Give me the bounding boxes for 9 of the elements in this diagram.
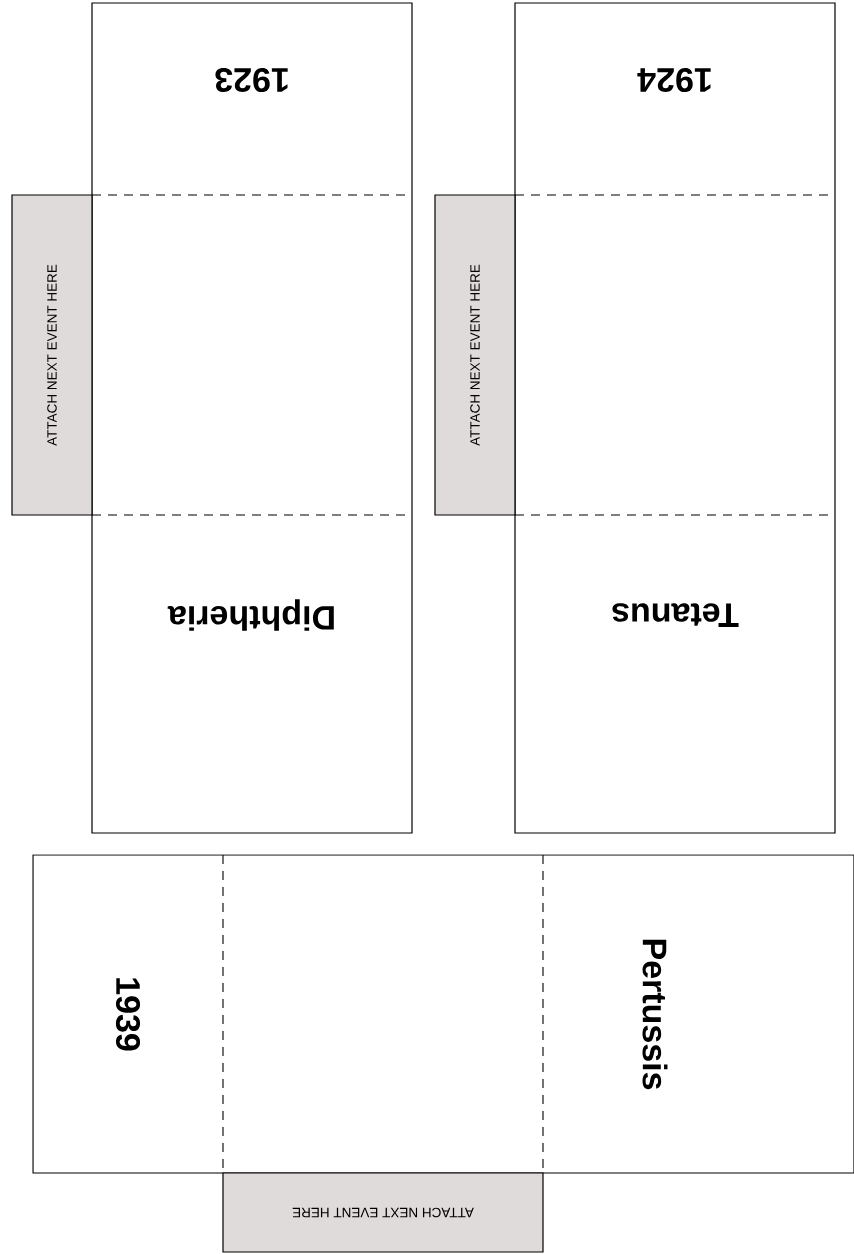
glue-tab: ATTACH NEXT EVENT HERE <box>222 1172 544 1253</box>
glue-tab: ATTACH NEXT EVENT HERE <box>434 194 516 516</box>
strip-label: Pertussis <box>642 939 668 1090</box>
strip-label: 1923 <box>215 67 288 93</box>
strip-label: Diphtheria <box>167 599 334 631</box>
strip-label: 1924 <box>637 68 711 93</box>
glue-tab: ATTACH NEXT EVENT HERE <box>11 194 93 516</box>
strip-label: Tetanus <box>612 603 739 627</box>
strip-label: 1939 <box>115 978 141 1051</box>
